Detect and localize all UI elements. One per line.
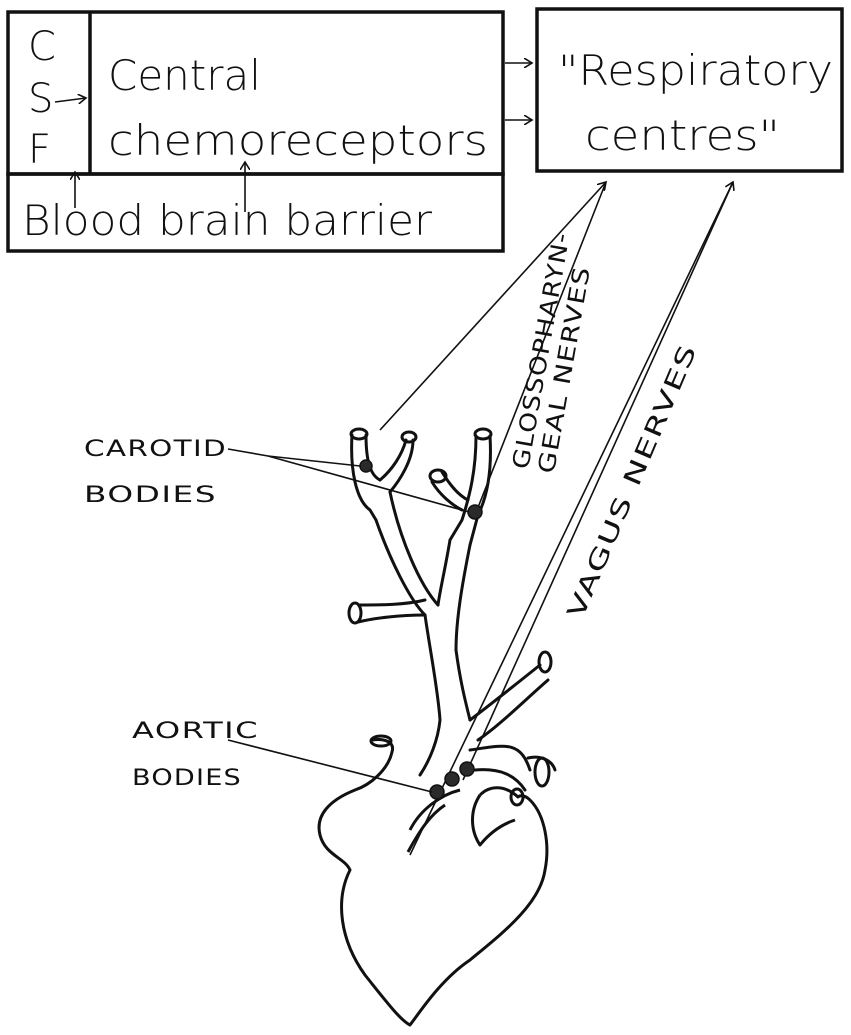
right-internal-carotid-end (475, 429, 491, 439)
respiratory-centres-group: "Respiratory centres" (537, 9, 842, 171)
aortic-body-3 (460, 762, 474, 776)
respiratory-centres-label-line2: centres" (585, 111, 780, 160)
aortic-bodies-label-line1: AORTIC (132, 719, 259, 744)
blood-brain-barrier-label: Blood brain barrier (22, 196, 433, 245)
right-internal-carotid-inner (470, 436, 491, 545)
carotid-body-right (468, 505, 482, 519)
right-subclavian-end (539, 652, 551, 672)
right-common-carotid-right (456, 545, 470, 650)
central-chemoreceptors-label-line2: chemoreceptors (108, 116, 488, 165)
aortic-arch-upper (470, 746, 530, 770)
csf-letter-s: S (28, 76, 53, 122)
left-subclavian-end (349, 603, 361, 623)
left-internal-carotid-outer (352, 435, 376, 520)
aortic-body-1 (430, 785, 444, 799)
csf-letter-f: F (28, 127, 51, 173)
central-chemoreceptors-label-line1: Central (108, 51, 261, 100)
heart-outline (319, 788, 547, 1025)
left-internal-carotid-inner (366, 435, 380, 480)
aortic-bodies-label-line2: BODIES (132, 766, 242, 791)
aortic-trunk-right (456, 650, 470, 720)
left-common-carotid-inner (390, 492, 438, 605)
csf-to-chemoreceptors-arrow (55, 98, 86, 102)
aortic-trunk-left (420, 615, 440, 775)
respiratory-centres-label-line1: "Respiratory (558, 46, 833, 95)
carotid-bodies-label-line2: BODIES (84, 483, 217, 508)
vagus-label: VAGUS NERVES (562, 340, 703, 622)
left-subclavian-upper (358, 615, 425, 622)
carotid-pointer-left (268, 456, 360, 466)
carotid-pointer-stem (228, 449, 268, 456)
right-common-carotid-left (438, 540, 450, 605)
carotid-body-left (360, 460, 372, 472)
left-internal-carotid-end (351, 429, 367, 439)
right-subclavian-lower (478, 680, 548, 740)
aortic-pointer (228, 740, 432, 792)
superior-vena-cava-outline (355, 740, 393, 791)
csf-letter-c: C (28, 24, 56, 70)
brain-box-group: C S F Central chemoreceptors Blood brain… (8, 12, 503, 251)
right-subclavian-upper (470, 665, 540, 720)
aortic-arch-cap (528, 757, 555, 770)
aortic-body-2 (445, 772, 459, 786)
arterial-tree (349, 429, 555, 790)
left-external-carotid-end (402, 432, 416, 442)
heart-atrium-right (473, 795, 516, 845)
aortic-arch-end (535, 758, 549, 786)
carotid-bodies-label-line1: CAROTID (84, 437, 227, 462)
vagus-nerve-line-right (463, 182, 733, 780)
heart-inner-vessel-line (408, 805, 445, 852)
